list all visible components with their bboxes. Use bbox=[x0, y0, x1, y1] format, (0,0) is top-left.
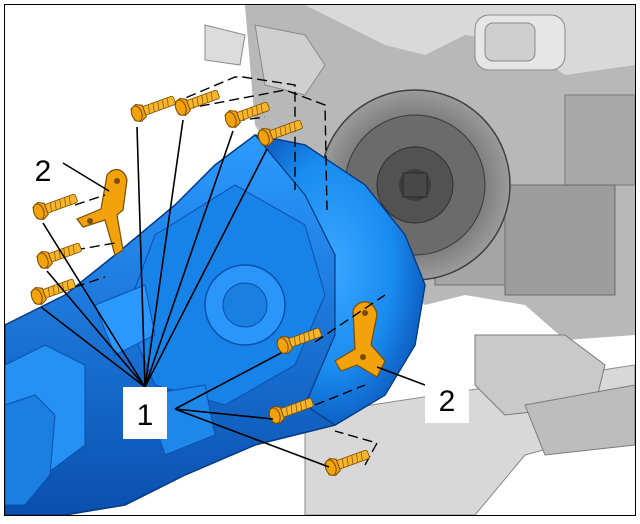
callout-bracket-right: 2 bbox=[425, 375, 469, 423]
callout-label-2-right: 2 bbox=[439, 385, 456, 418]
callout-label-2-left: 2 bbox=[35, 155, 52, 188]
bracket-left bbox=[76, 168, 128, 256]
diagram-frame: 1 2 2 bbox=[4, 4, 636, 516]
leader-lines-bolts bbox=[40, 119, 330, 468]
transmission bbox=[5, 134, 426, 515]
bolt bbox=[172, 84, 222, 119]
bolt bbox=[34, 237, 84, 272]
bracket-right bbox=[334, 301, 386, 378]
bolt bbox=[128, 90, 178, 125]
bolt bbox=[30, 188, 80, 223]
subframe bbox=[304, 334, 635, 515]
callout-label-1: 1 bbox=[137, 399, 154, 432]
callout-bolts: 1 bbox=[123, 387, 167, 439]
transmission-removal-diagram: 1 2 2 bbox=[5, 5, 635, 515]
leader-lines-brackets bbox=[62, 162, 426, 386]
callout-bracket-left: 2 bbox=[25, 151, 61, 191]
